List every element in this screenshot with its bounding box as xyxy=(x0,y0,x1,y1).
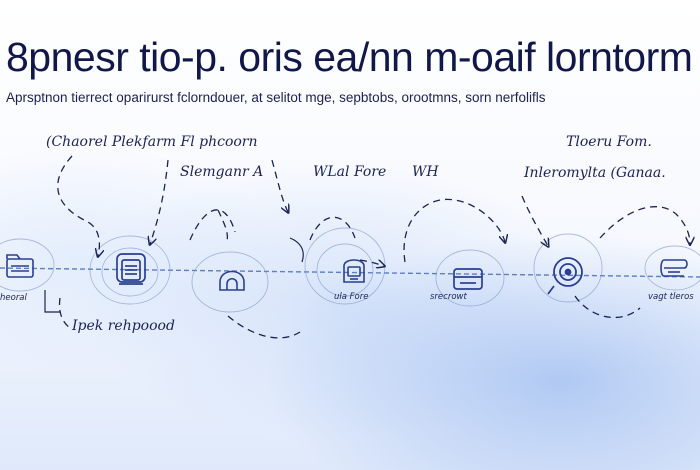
annotation-mid-center-short: WH xyxy=(412,164,439,180)
node-label-7: vagt tleros xyxy=(648,292,694,302)
node-label-5: srecrowt xyxy=(430,292,467,302)
bracket-strokes xyxy=(44,237,304,313)
dome-icon xyxy=(219,270,245,291)
page-subtitle: Aprsptnon tierrect oparirurst fclorndoue… xyxy=(6,90,546,105)
arrow-11 xyxy=(359,259,384,266)
page-title: 8pnesr tio-p. oris ea/nn m-oaif lorntorm xyxy=(6,34,693,80)
annotation-top-left: (Chaorel Plekfarm Fl phcoorn xyxy=(46,134,258,150)
arrow-12 xyxy=(58,297,71,329)
annotation-mid-center: WLal Fore xyxy=(313,164,387,180)
arrow-5 xyxy=(227,315,301,339)
box-icon xyxy=(453,268,483,290)
annotation-bottom-left: Ipek rehpoood xyxy=(72,318,175,334)
scroll-icon xyxy=(660,259,688,277)
annotation-mid-left: Slemganr A xyxy=(180,164,264,180)
arrow-10 xyxy=(574,295,641,319)
node-label-4: ula Fore xyxy=(334,292,369,302)
target-icon xyxy=(547,257,583,295)
sketch-swirls xyxy=(0,227,700,313)
arrow-8 xyxy=(521,195,548,246)
device-icon xyxy=(343,259,365,283)
arrow-1 xyxy=(57,155,100,256)
arrow-6 xyxy=(309,216,356,241)
arrow-4 xyxy=(271,159,288,212)
arrow-2 xyxy=(150,159,169,244)
annotation-top-right: Tloeru Fom. xyxy=(566,134,652,150)
annotation-mid-right: Inleromylta (Ganaa. xyxy=(524,165,666,181)
flow-arrows xyxy=(57,155,690,339)
arrow-9 xyxy=(599,206,690,244)
folder-icon xyxy=(6,254,34,278)
node-label-1: heoral xyxy=(0,293,27,303)
document-stack-icon xyxy=(116,253,146,285)
arrow-7 xyxy=(403,198,505,263)
arrow-3 xyxy=(189,209,236,245)
